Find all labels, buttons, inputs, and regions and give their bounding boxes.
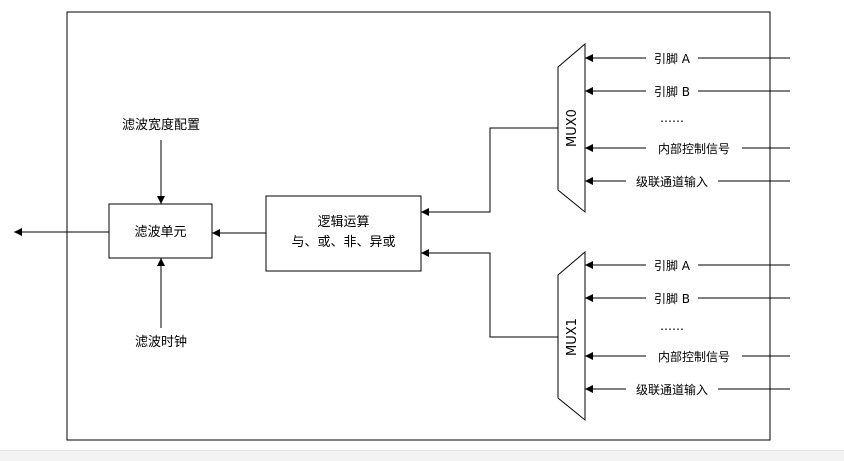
mux1-input-pin-b: 引脚 B — [654, 291, 690, 306]
mux0-input-internal-control: 内部控制信号 — [658, 141, 730, 156]
filter-unit-label: 滤波单元 — [134, 225, 186, 240]
mux0-input-pin-a: 引脚 A — [654, 51, 691, 66]
filter-unit-box — [108, 203, 213, 259]
filter-clock-label: 滤波时钟 — [135, 334, 187, 350]
mux0-label: MUX0 — [565, 109, 580, 147]
mux1-input-internal-control: 内部控制信号 — [658, 349, 730, 364]
mux1-to-logic-arrow — [421, 249, 558, 338]
mux0-input-pin-b: 引脚 B — [654, 84, 690, 99]
mux0-input-ellipsis: …… — [660, 111, 684, 125]
mux0-input-cascade: 级联通道输入 — [636, 174, 708, 189]
outer-frame — [66, 11, 771, 441]
bottom-strip — [0, 450, 844, 461]
mux0-inputs: 引脚 A 引脚 B …… 内部控制信号 级联通道输入 — [585, 51, 790, 189]
mux1-input-pin-a: 引脚 A — [654, 258, 691, 273]
mux1-inputs: 引脚 A 引脚 B …… 内部控制信号 级联通道输入 — [585, 258, 790, 397]
logic-title: 逻辑运算 — [317, 215, 369, 230]
logic-ops: 与、或、非、异或 — [291, 235, 395, 250]
mux0-to-logic-arrow — [421, 127, 558, 216]
mux0-shape — [557, 42, 586, 214]
mux1-input-cascade: 级联通道输入 — [636, 382, 708, 397]
mux1-input-ellipsis: …… — [660, 319, 684, 333]
mux1-label: MUX1 — [565, 318, 580, 356]
mux1-shape — [557, 250, 586, 422]
filter-width-config-label: 滤波宽度配置 — [122, 117, 200, 133]
logic-box — [265, 195, 422, 272]
